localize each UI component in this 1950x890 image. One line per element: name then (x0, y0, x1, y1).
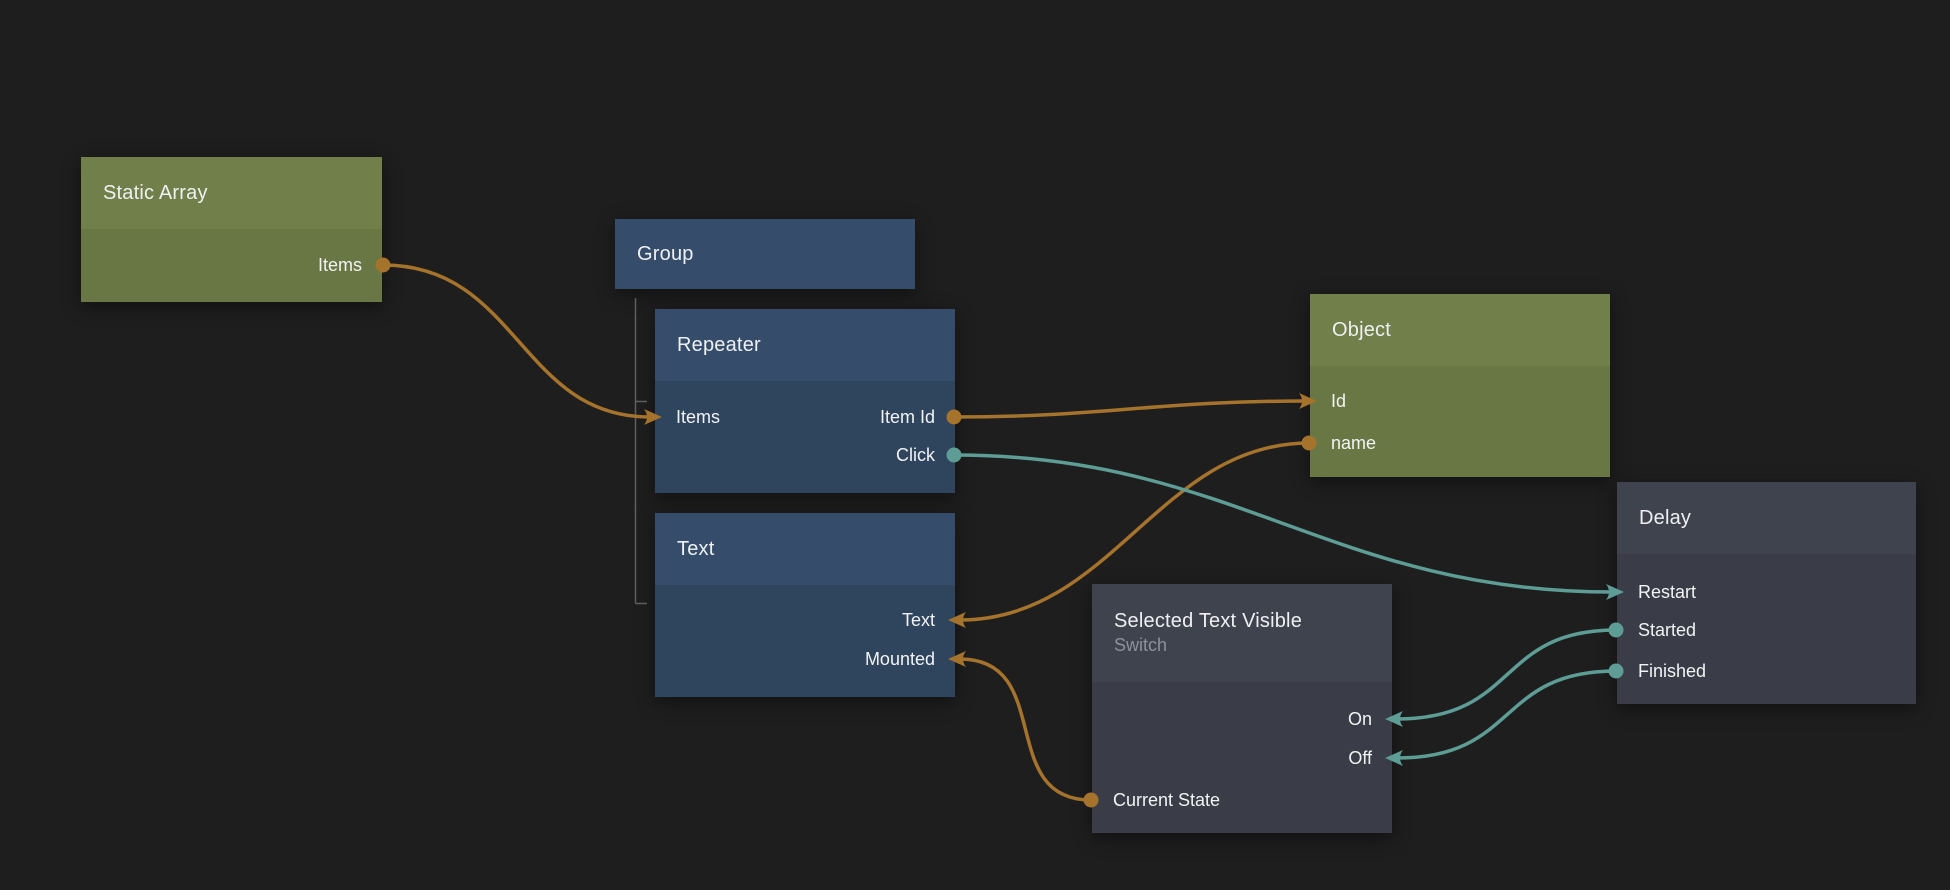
edge-delay-started-to-switch-on[interactable] (1385, 622, 1624, 728)
node-title: Object (1332, 319, 1392, 341)
node-header: Text (655, 513, 955, 585)
wire-arrowhead-icon (1606, 584, 1624, 600)
node-repeater[interactable]: Repeater Items Item Id Click (655, 309, 955, 493)
port-delay-started[interactable]: Started (1638, 611, 1696, 649)
port-label: On (1347, 709, 1372, 729)
node-static-array[interactable]: Static Array Items (81, 157, 382, 302)
port-label: Finished (1638, 661, 1707, 681)
wire[interactable] (958, 441, 1311, 622)
node-title: Static Array (103, 182, 208, 204)
port-label: Items (317, 255, 362, 275)
port-repeater-click[interactable]: Click (896, 436, 935, 474)
node-header: Delay (1617, 482, 1916, 554)
port-repeater-item-id[interactable]: Item Id (880, 398, 935, 436)
port-object-name[interactable]: name (1331, 424, 1376, 462)
port-switch-on[interactable]: On (1348, 700, 1372, 738)
wire-arrowhead-icon (644, 409, 662, 425)
wire-arrowhead-icon (1299, 393, 1317, 409)
port-label: Restart (1638, 582, 1697, 602)
port-label: Item Id (879, 407, 935, 427)
output-port-dot[interactable] (1608, 663, 1624, 679)
wire[interactable] (1395, 669, 1618, 760)
port-text-mounted[interactable]: Mounted (865, 640, 935, 678)
edge-staticarray-items-to-repeater-items[interactable] (375, 257, 663, 426)
node-title: Repeater (677, 334, 761, 356)
node-title: Text (677, 538, 715, 560)
port-text-text[interactable]: Text (902, 601, 935, 639)
node-header: Selected Text Visible Switch (1092, 584, 1392, 682)
wire[interactable] (381, 263, 652, 419)
output-port-dot[interactable] (1083, 792, 1099, 808)
node-title: Delay (1639, 507, 1692, 529)
output-port-dot[interactable] (946, 447, 962, 463)
port-switch-current-state[interactable]: Current State (1113, 781, 1220, 819)
node-title: Group (637, 243, 694, 265)
port-label: Started (1638, 620, 1697, 640)
wire[interactable] (958, 657, 1093, 802)
wire-arrowhead-icon (1385, 711, 1403, 727)
wire[interactable] (1395, 628, 1618, 721)
edge-switch-currentstate-to-text-mounted[interactable] (948, 651, 1099, 808)
port-object-id[interactable]: Id (1331, 382, 1346, 420)
port-switch-off[interactable]: Off (1348, 739, 1372, 777)
node-title: Selected Text Visible (1114, 610, 1303, 633)
port-label: Off (1348, 748, 1372, 768)
wire[interactable] (952, 453, 1614, 594)
wire-arrowhead-icon (948, 651, 966, 667)
node-group[interactable]: Group (615, 219, 915, 289)
edge-object-name-to-text-text[interactable] (948, 435, 1317, 629)
port-label: Mounted (864, 649, 935, 669)
output-port-dot[interactable] (1608, 622, 1624, 638)
port-label: Text (901, 610, 935, 630)
port-label: name (1331, 433, 1377, 453)
group-children-connector (634, 298, 647, 605)
port-delay-finished[interactable]: Finished (1638, 652, 1706, 690)
port-repeater-items[interactable]: Items (676, 398, 720, 436)
node-text[interactable]: Text Text Mounted (655, 513, 955, 697)
edge-repeater-itemid-to-object-id[interactable] (946, 393, 1318, 425)
edge-repeater-click-to-delay-restart[interactable] (946, 447, 1625, 601)
output-port-dot[interactable] (1301, 435, 1317, 451)
port-static-array-items[interactable]: Items (318, 246, 362, 284)
output-port-dot[interactable] (946, 409, 962, 425)
node-header: Group (615, 219, 915, 289)
node-delay[interactable]: Delay Restart Started Finished (1617, 482, 1916, 704)
edge-delay-finished-to-switch-off[interactable] (1385, 663, 1624, 767)
port-label: Id (1331, 391, 1347, 411)
port-label: Items (676, 407, 721, 427)
node-header: Object (1310, 294, 1610, 366)
node-subtitle: Switch (1114, 635, 1168, 656)
node-header: Static Array (81, 157, 382, 229)
output-port-dot[interactable] (375, 257, 391, 273)
wire-arrowhead-icon (1385, 750, 1403, 766)
port-label: Click (896, 445, 935, 465)
wire[interactable] (952, 399, 1307, 419)
wire-arrowhead-icon (948, 612, 966, 628)
port-delay-restart[interactable]: Restart (1638, 573, 1696, 611)
node-header: Repeater (655, 309, 955, 381)
port-label: Current State (1113, 790, 1221, 810)
node-object[interactable]: Object Id name (1310, 294, 1610, 477)
node-switch[interactable]: Selected Text Visible Switch On Off Curr… (1092, 584, 1392, 833)
